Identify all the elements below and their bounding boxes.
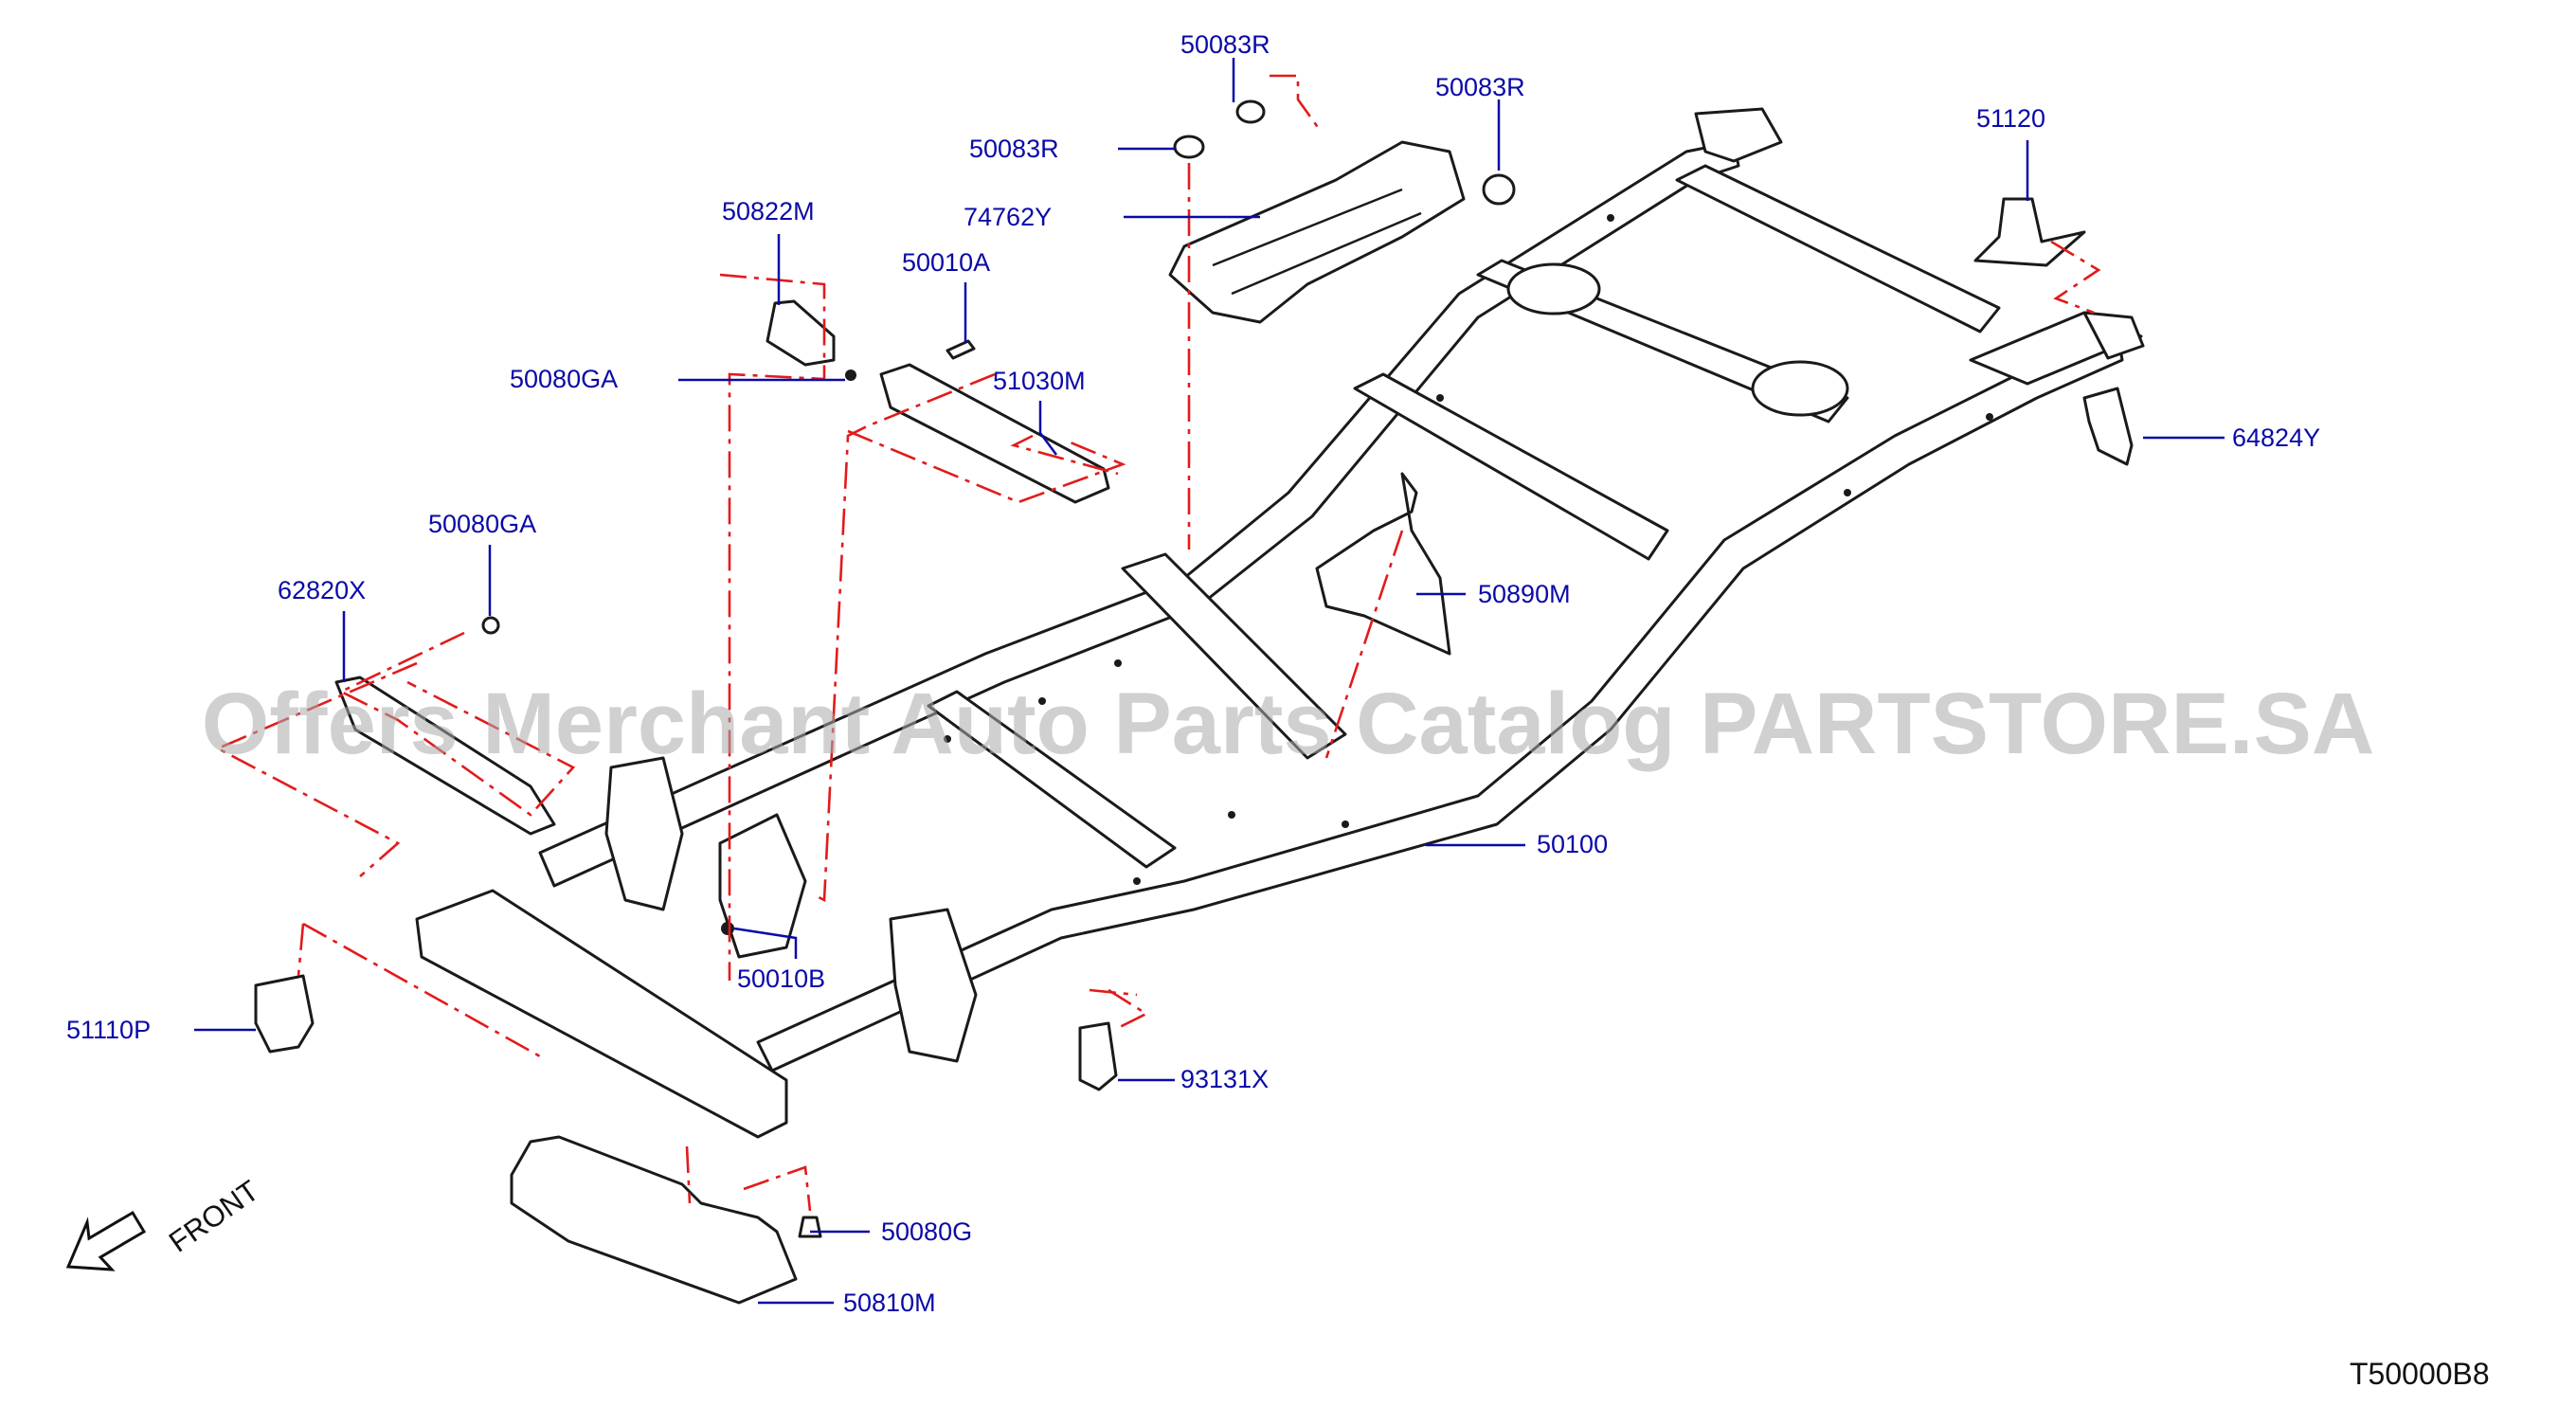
crossmember-2 — [1121, 552, 1347, 760]
front-crossmember — [415, 889, 788, 1139]
label-62820X[interactable]: 62820X — [278, 576, 367, 604]
bolt-50010B — [721, 922, 734, 935]
label-50010B[interactable]: 50010B — [737, 964, 826, 993]
member-51030M — [879, 363, 1110, 504]
label-50080GA-lower[interactable]: 50080GA — [428, 510, 537, 538]
crossmember-1 — [927, 690, 1177, 869]
label-50822M[interactable]: 50822M — [722, 197, 815, 225]
label-51120[interactable]: 51120 — [1976, 104, 2046, 133]
label-50890M[interactable]: 50890M — [1478, 580, 1571, 608]
diagram-code: T50000B8 — [2350, 1357, 2490, 1391]
label-93131X[interactable]: 93131X — [1180, 1065, 1270, 1093]
front-spring-tower-center — [718, 813, 807, 959]
fastener-50080GA-lower — [481, 616, 500, 635]
fastener-50080G — [798, 1216, 822, 1238]
label-51110P[interactable]: 51110P — [66, 1016, 152, 1044]
label-50083R-top[interactable]: 50083R — [1180, 30, 1270, 59]
label-50083R-left[interactable]: 50083R — [969, 135, 1059, 163]
label-50080GA-upper[interactable]: 50080GA — [510, 365, 619, 393]
fastener-50080GA-upper — [845, 370, 856, 381]
label-50083R-right[interactable]: 50083R — [1435, 73, 1525, 101]
pad-93131X — [1078, 1021, 1118, 1091]
label-50100[interactable]: 50100 — [1537, 830, 1609, 858]
ladder-frame — [415, 107, 2145, 1139]
cover-50890M — [1315, 472, 1451, 656]
watermark-text: Offers Merchant Auto Parts Catalog PARTS… — [201, 676, 2375, 772]
label-50810M[interactable]: 50810M — [843, 1289, 936, 1317]
rear-spring-seat-left — [1506, 262, 1601, 315]
front-suspension-tower-right — [889, 908, 978, 1063]
label-64824Y[interactable]: 64824Y — [2232, 424, 2321, 452]
rear-tip-left — [1694, 107, 1783, 163]
crossmember-5 — [1675, 164, 2001, 333]
left-side-rail — [538, 140, 1740, 888]
label-74762Y[interactable]: 74762Y — [964, 203, 1053, 231]
undercover-50810M — [510, 1135, 798, 1305]
crossmember-3 — [1353, 372, 1669, 561]
rear-spring-seat-right — [1751, 360, 1849, 417]
cap-50083R-left — [1173, 135, 1205, 159]
bracket-51120 — [1973, 197, 2086, 267]
cap-50083R-right — [1482, 173, 1516, 206]
bolt-50010A — [946, 339, 976, 360]
rear-tip-right — [2082, 311, 2145, 360]
heat-insulator-74762Y — [1168, 140, 1466, 324]
label-50010A[interactable]: 50010A — [902, 248, 991, 277]
bracket-50822M — [766, 299, 836, 367]
cap-50083R-top — [1235, 99, 1266, 124]
bracket-64824Y — [2082, 387, 2134, 466]
leader-lines — [194, 58, 2225, 1305]
label-51030M[interactable]: 51030M — [993, 367, 1086, 395]
front-suspension-tower-left — [604, 756, 684, 911]
bracket-51110P — [254, 974, 315, 1054]
front-arrow-icon — [65, 1210, 147, 1271]
right-side-rail — [756, 330, 2124, 1073]
label-50080G[interactable]: 50080G — [881, 1217, 973, 1246]
